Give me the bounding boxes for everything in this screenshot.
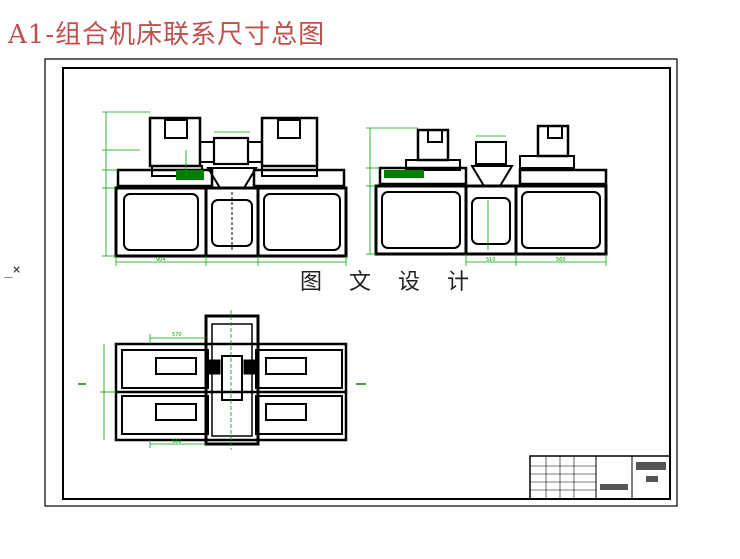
drawing-title: A1-组合机床联系尺寸总图 [8,20,326,50]
front-view-left-dimensions [102,111,347,266]
cad-crosshair-cursor: _× [4,262,21,278]
dim-side-mid-bottom: 510 [486,257,496,263]
plan-view-dimensions [78,310,366,450]
inner-drawing-frame [62,67,671,500]
side-view-right [374,124,608,256]
dim-front-left-bottom: 904 [156,257,166,263]
outer-sheet-border [44,58,678,507]
title-block [529,455,671,500]
dim-plan-top: 570 [172,332,182,338]
dim-plan-bottom: 560 [172,439,182,445]
watermark-text: 图 文 设 计 [300,270,479,295]
front-view-left [114,116,348,258]
dim-side-right-bottom: 560 [556,257,566,263]
side-view-right-dimensions [366,127,607,266]
